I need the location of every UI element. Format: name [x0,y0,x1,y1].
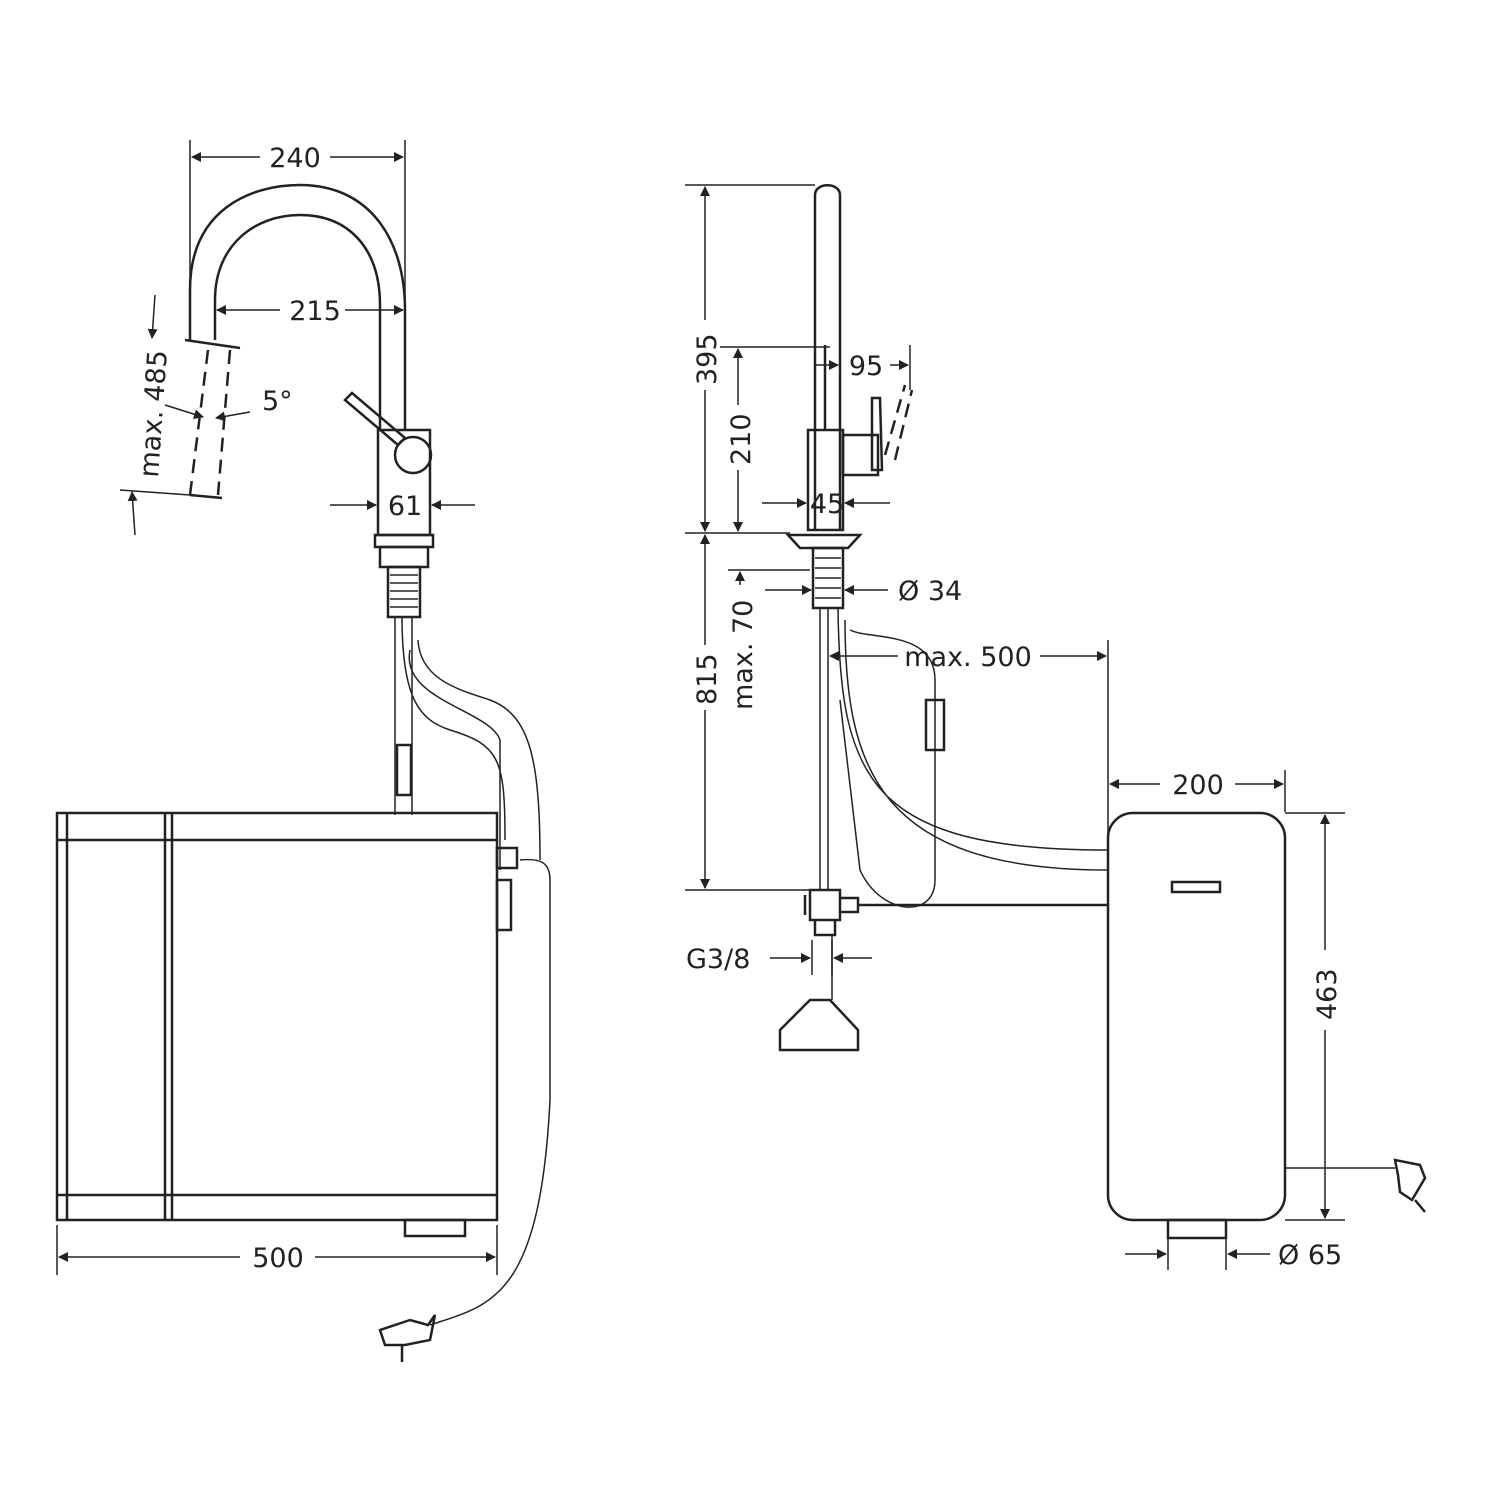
dim-outlet-diameter: Ø 65 [1278,1240,1342,1271]
handle-knob [393,435,433,475]
dim-height-above-deck: 395 [692,333,723,385]
lever-side [841,433,880,477]
dim-tank-width: 500 [252,1243,304,1274]
power-plug-right [1393,1158,1427,1213]
dim-spout-reach: 240 [269,143,321,174]
dim-tank-height: 463 [1312,968,1343,1020]
dim-max-hose-distance: max. 500 [904,642,1032,673]
sensor-box [778,998,860,1052]
shank [386,565,422,619]
dim-below-deck: 815 [692,653,723,705]
angle-valve [803,888,860,937]
dim-spout-inner: 215 [289,296,341,327]
side-view: 395 815 210 95 45 Ø 34 max. 70 max. 500 … [685,184,1427,1271]
dim-max-deck-thickness: max. 70 [728,600,759,710]
water-heater-tank-side [1106,811,1287,1222]
dim-lever-reach: 95 [849,351,883,382]
dim-shank-diameter: Ø 34 [898,576,962,607]
front-view: 240 215 max. 485 5° 61 500 [55,140,551,1362]
faucet-side-body [813,184,842,530]
lever [343,391,407,447]
water-heater-tank-front [55,811,499,1222]
dim-connection-thread: G3/8 [686,944,750,975]
dim-base-width: 45 [810,489,844,520]
faucet-spout [188,183,407,430]
power-plug-left [378,1314,437,1362]
spray-extension [188,349,232,496]
dim-body-diameter: 61 [388,491,422,522]
hoses [394,616,541,870]
dim-tank-depth: 200 [1172,770,1224,801]
dim-lever-height: 210 [726,413,757,465]
dim-max-height: max. 485 [134,349,174,478]
dim-angle: 5° [262,386,293,417]
